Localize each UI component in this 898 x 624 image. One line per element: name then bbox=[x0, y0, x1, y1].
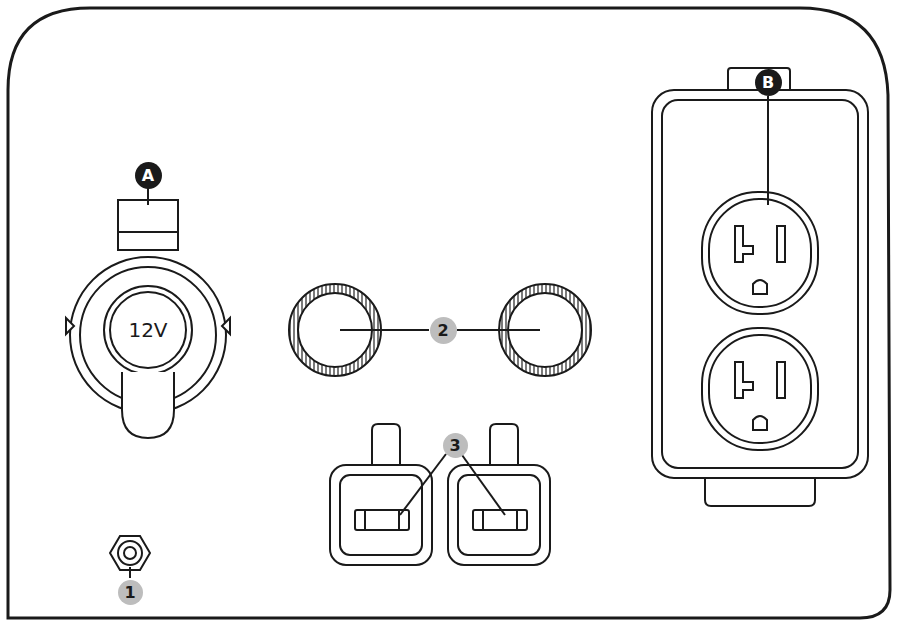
leader-line bbox=[767, 96, 769, 205]
callout-letter: A bbox=[135, 162, 162, 189]
dc-socket bbox=[66, 200, 230, 438]
callout-number: 1 bbox=[118, 580, 143, 605]
panel-outline bbox=[8, 8, 890, 618]
ac-outlet bbox=[652, 68, 868, 506]
leader-line bbox=[400, 454, 446, 515]
leader-line bbox=[457, 329, 540, 331]
callout-number: 3 bbox=[443, 433, 468, 458]
callout-letter: B bbox=[755, 69, 782, 96]
callout-number: 2 bbox=[430, 317, 457, 344]
leader-line bbox=[340, 329, 429, 331]
leader-line bbox=[462, 455, 505, 515]
leader-line bbox=[129, 567, 131, 578]
breaker-button bbox=[289, 284, 591, 376]
leader-line bbox=[147, 188, 149, 205]
dc-connector bbox=[330, 424, 550, 565]
ground-terminal bbox=[110, 536, 150, 570]
voltage-mark: 12V bbox=[126, 318, 169, 342]
